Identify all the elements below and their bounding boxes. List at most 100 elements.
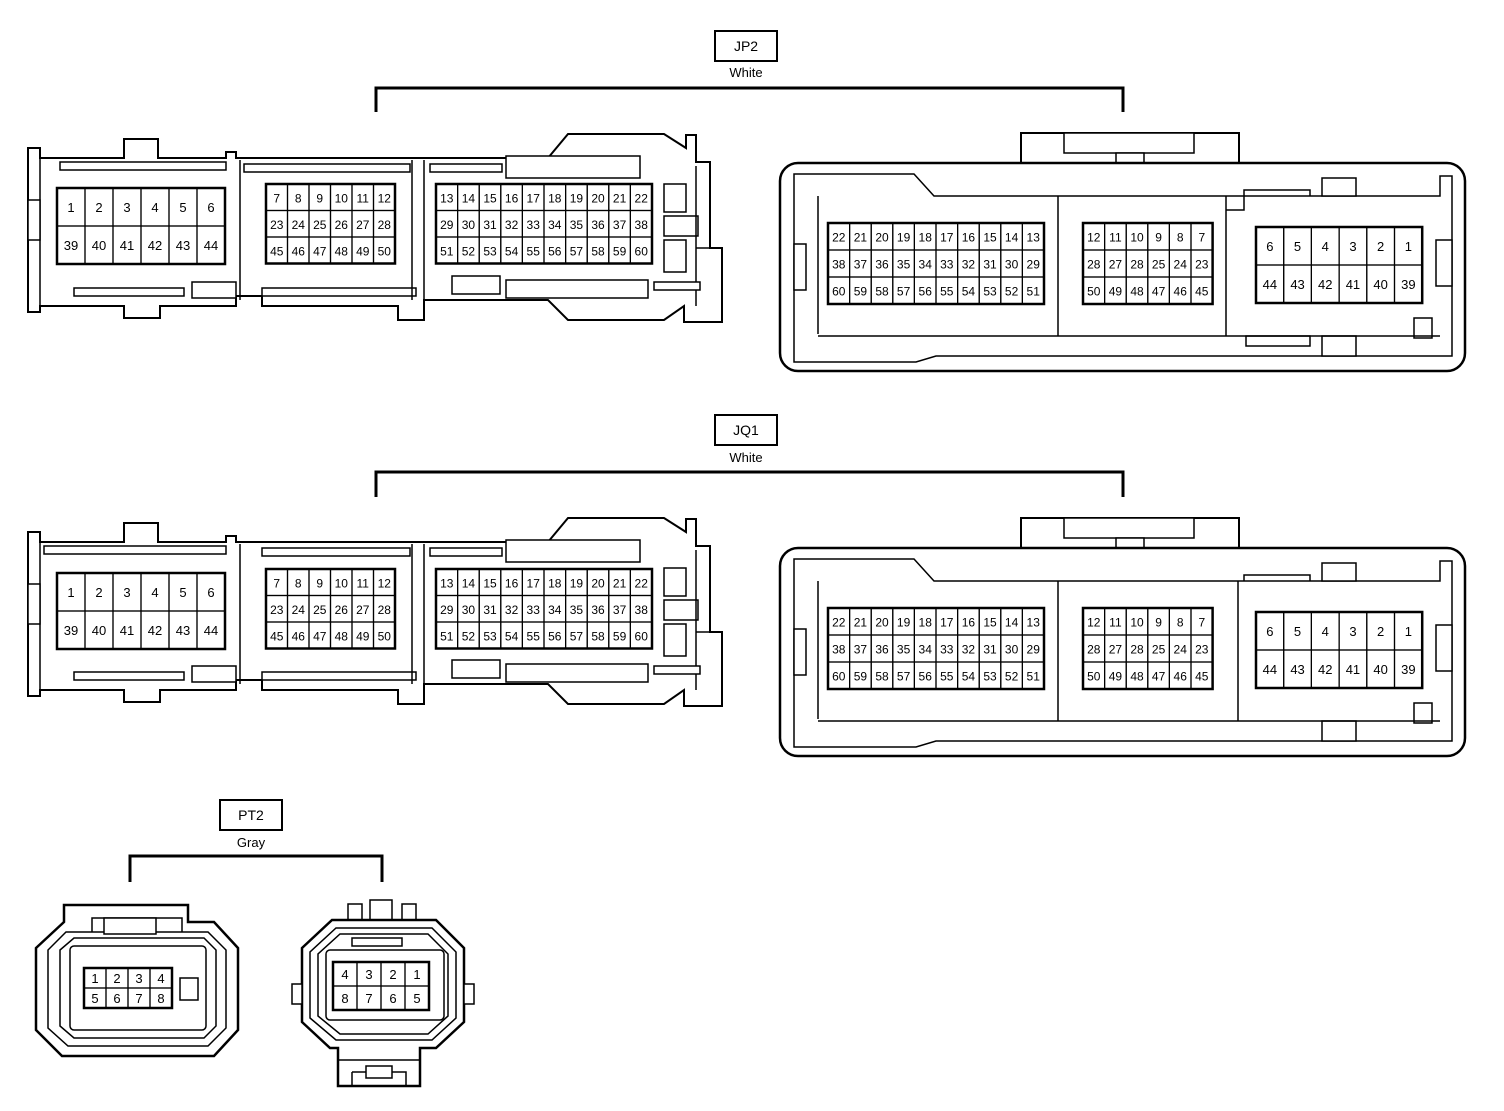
jq1-right-c-pin-number: 59 [854, 670, 868, 684]
pt2-bracket [128, 854, 384, 882]
jq1-left-c-pin-number: 15 [483, 576, 497, 590]
jp2-left-b-pin-number: 23 [270, 218, 284, 232]
jq1-right-c-pin-number: 19 [897, 616, 911, 630]
jp2-left-b-pin-number: 46 [292, 244, 306, 258]
jq1-right-a-pin-number: 5 [1294, 624, 1301, 639]
jq1-right-c-pin-number: 57 [897, 670, 911, 684]
jq1-left-c-pin-number: 51 [440, 629, 454, 643]
jp2-right-b-pin-number: 12 [1087, 231, 1101, 245]
jp2-left-c-pin-number: 34 [548, 218, 562, 232]
jp2-right-c-pin-number: 20 [875, 231, 889, 245]
jq1-right-c-pin-number: 33 [940, 643, 954, 657]
jp2-left-a-pin-number: 41 [120, 238, 134, 253]
jq1-left-a-pin-number: 40 [92, 623, 106, 638]
jq1-right-c-pin-number: 16 [962, 616, 976, 630]
jp2-left-b-pin-number: 11 [357, 191, 370, 205]
jp2-left-c-pin-number: 30 [462, 218, 476, 232]
jq1-right-c-pin-number: 20 [875, 616, 889, 630]
jp2-left-c-pin-number: 16 [505, 191, 519, 205]
pt2-left-pin-number: 7 [135, 991, 142, 1006]
jp2-left-b-pin-number: 12 [378, 191, 392, 205]
jq1-right-c-pin-number: 21 [854, 616, 868, 630]
jp2-left-a-pin-number: 1 [67, 200, 74, 215]
jp2-right-c-pin-number: 13 [1027, 231, 1041, 245]
jp2-right-c-pin-number: 30 [1005, 258, 1019, 272]
jp2-left-c-pin-number: 54 [505, 244, 519, 258]
jq1-left-c-pin-number: 14 [462, 576, 476, 590]
jp2-right-b-pin-number: 8 [1177, 231, 1184, 245]
jq1-right-c-pin-number: 58 [875, 670, 889, 684]
jp2-right-b-pin-number: 27 [1109, 258, 1123, 272]
jp2-right-a-pin-number: 41 [1346, 277, 1360, 292]
jq1-left-b-pin-number: 7 [273, 576, 280, 590]
jp2-right-c-pin-number: 53 [983, 285, 997, 299]
jp2-left-c-pin-number: 21 [613, 191, 627, 205]
pt2-right-pin-number: 1 [413, 967, 420, 982]
jq1-right-b-pin-number: 50 [1087, 670, 1101, 684]
jq1-right-c-pin-cell [1021, 661, 1045, 690]
jq1-right-c-pin-number: 38 [832, 643, 846, 657]
jp2-left-b-pin-number: 49 [356, 244, 370, 258]
jq1-right-a-pin-number: 4 [1322, 624, 1329, 639]
jq1-right-b-pin-number: 49 [1109, 670, 1123, 684]
jq1-left-a-pin-number: 42 [148, 623, 162, 638]
jq1-right-c-pin-number: 51 [1027, 670, 1041, 684]
jp2-right-c-pin-number: 57 [897, 285, 911, 299]
jp2-right-a-pin-number: 40 [1373, 277, 1387, 292]
jp2-right-b-pin-number: 46 [1174, 285, 1188, 299]
jq1-right-b-pin-number: 27 [1109, 643, 1123, 657]
jq1-left-c-pin-cell [629, 621, 653, 650]
jp2-right-c-pin-number: 35 [897, 258, 911, 272]
jp2-right-b-pin-number: 48 [1130, 285, 1144, 299]
jq1-left-a-pin-cell [196, 610, 226, 650]
jp2-right-c-pin-number: 15 [983, 231, 997, 245]
jp2-right-c-pin-number: 14 [1005, 231, 1019, 245]
jp2-left-b-pin-number: 45 [270, 244, 284, 258]
jp2-left-c-pin-number: 29 [440, 218, 454, 232]
jq1-right-c-pin-number: 34 [919, 643, 933, 657]
jp2-left-c-pin-number: 55 [527, 244, 541, 258]
jp2-right-b-pin-number: 28 [1130, 258, 1144, 272]
jq1-left-c-pin-number: 30 [462, 603, 476, 617]
pt2-right-pin-number: 5 [413, 991, 420, 1006]
jp2-left-b-pin-number: 25 [313, 218, 327, 232]
jq1-right-b-pin-number: 46 [1174, 670, 1188, 684]
jq1-right-c-pin-number: 32 [962, 643, 976, 657]
jq1-right-a-pin-number: 43 [1290, 662, 1304, 677]
jp2-label: JP2 [734, 38, 758, 54]
jp2-left-c-pin-number: 18 [548, 191, 562, 205]
jq1-right-b-pin-number: 47 [1152, 670, 1166, 684]
jq1-left-c-pin-number: 33 [527, 603, 541, 617]
jp2-right-a-pin-number: 3 [1349, 239, 1356, 254]
jq1-right-b-pin-number: 12 [1087, 616, 1101, 630]
pt2-left-pin-number: 8 [157, 991, 164, 1006]
jq1-right-c-pin-number: 22 [832, 616, 846, 630]
jq1-right-b-pin-number: 10 [1130, 616, 1144, 630]
jp2-left-a-pin-number: 39 [64, 238, 78, 253]
jq1-left-b-pin-number: 46 [292, 629, 306, 643]
pt2-label: PT2 [238, 807, 264, 823]
pt2-right-pin-number: 8 [341, 991, 348, 1006]
jq1-right-b-pin-number: 28 [1130, 643, 1144, 657]
jq1-left-c-pin-number: 18 [548, 576, 562, 590]
jq1-left-c-pin-number: 16 [505, 576, 519, 590]
jp2-right-b-pin-number: 47 [1152, 285, 1166, 299]
jp2-right-c-pin-number: 31 [983, 258, 997, 272]
jq1-right-b-pin-number: 7 [1198, 616, 1205, 630]
jq1-left-b-pin-number: 26 [335, 603, 349, 617]
jp2-left-a-pin-number: 4 [151, 200, 158, 215]
jp2-left-c-pin-number: 19 [570, 191, 584, 205]
jp2-left-c-pin-number: 56 [548, 244, 562, 258]
jq1-left-a-pin-number: 2 [95, 585, 102, 600]
jp2-left-b-pin-number: 27 [356, 218, 370, 232]
jq1-right-a-pin-number: 6 [1266, 624, 1273, 639]
jq1-right-c-pin-number: 31 [983, 643, 997, 657]
jq1-right-c-pin-number: 15 [983, 616, 997, 630]
jp2-left-c-pin-number: 15 [483, 191, 497, 205]
jp2-right-a-pin-cell [1393, 264, 1423, 304]
